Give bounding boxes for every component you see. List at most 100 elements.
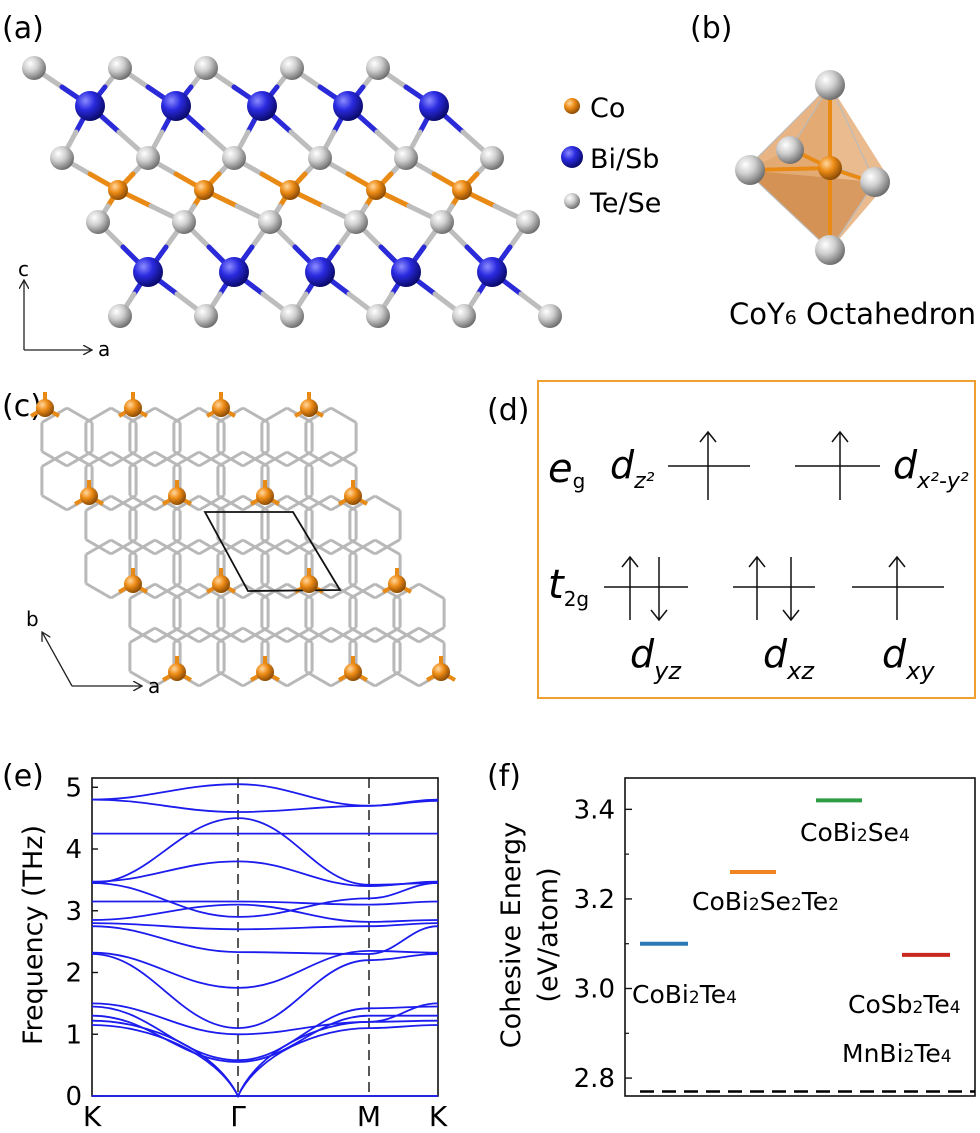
bi-sb-atom [477,257,507,287]
honeycomb-lattice-top-view [30,392,456,688]
y-tick-label: 3 [65,897,82,927]
panel-a: (a) Co Bi/Sb Te/Se c a [2,11,661,361]
compound-label-CoBi2Se2Te2: CoBi2Se2Te2 [692,887,839,916]
orbital-label-dz2: dz² [610,443,655,494]
co-atom [168,487,186,505]
panel-f-label: (f) [487,759,521,794]
axis-arrow-b [42,632,73,687]
ligand-atom-top [815,70,845,100]
bi-sb-atom [75,91,105,121]
axis-label-b: b [26,607,39,631]
bi-sb-atom [391,257,421,287]
legend-item-bi-sb: Bi/Sb [561,144,659,175]
orbital-label-dyz: dyz [630,632,682,685]
compound-label-MnBi2Te4: MnBi2Te4 [842,1039,952,1068]
ligand-atom-back [776,136,804,164]
y-tick-label: 0 [65,1082,82,1112]
te-se-atom [538,304,562,328]
orbital-label-dxy: dxy [882,632,935,685]
te-se-atom [366,56,390,80]
te-se-atom [172,210,196,234]
ligand-atom-right [860,167,890,197]
legend-label-co: Co [590,93,625,124]
phonon-band-7 [91,949,439,989]
legend-item-co: Co [564,93,625,124]
octahedron-face-bottom [745,170,875,250]
orbital-label-dxz: dxz [763,632,815,685]
panel-a-legend: Co Bi/Sb Te/Se [561,93,661,219]
unit-cell-outline [203,511,342,592]
panel-d: (d) eg t2g dz² dx²-y² dyz dxz dxy [487,380,976,699]
co-atom [432,663,450,681]
co-atom [212,575,230,593]
x-tick-label: K [83,1100,102,1133]
octahedron-caption: CoY6 Octahedron [729,297,976,331]
bi-sb-atom [161,91,191,121]
cohesive-energy-chart: 2.83.03.23.4CoBi2Te4CoBi2Se2Te2CoBi2Se4C… [574,777,976,1097]
te-se-atom [452,304,476,328]
te-se-atom [108,56,132,80]
electron-spin-arrows [621,430,906,622]
phonon-band-8 [91,925,439,955]
bi-sb-atom [419,91,449,121]
te-se-atom [344,210,368,234]
spin-up-arrow [831,430,849,500]
axis-label-a: a [98,337,110,361]
y-tick-label: 2.8 [574,1064,615,1094]
bi-sb-atom [133,257,163,287]
co-atom [124,399,142,417]
phonon-band-3 [91,1014,438,1063]
y-tick-label: 3.0 [574,975,615,1005]
te-se-atom-icon [564,193,580,209]
panel-e-label: (e) [2,759,44,794]
phonon-plot-frame [91,777,439,1097]
t2g-label: t2g [548,562,589,611]
phonon-band-17 [91,783,439,807]
phonon-band-9 [91,922,439,931]
cohesive-y-axis-label-line2: (eV/atom) [533,867,564,1002]
spin-up-arrow [888,555,906,620]
phonon-band-11 [92,900,439,906]
te-se-atom [194,56,218,80]
phonon-y-axis-label: Frequency (THz) [18,825,49,1045]
ligand-atom-left [735,155,765,185]
y-tick-label: 5 [65,773,82,803]
te-se-atom [50,146,74,170]
te-se-atom [194,304,218,328]
spin-down-arrow [650,557,668,622]
co-center-atom [818,156,842,180]
phonon-band-6 [91,953,439,1030]
co-atom [124,575,142,593]
te-se-atom [222,146,246,170]
bi-sb-atom [305,257,335,287]
y-tick-label: 1 [65,1020,82,1050]
phonon-band-2 [91,1019,439,1099]
te-se-atom [136,146,160,170]
x-tick-label: Γ [230,1100,246,1133]
x-tick-label: K [429,1100,448,1133]
layered-crystal-structure [22,56,562,328]
axis-label-c: c [18,257,29,281]
y-tick-label: 3.2 [574,885,615,915]
te-se-atom [430,210,454,234]
panel-a-axes: c a [18,257,110,361]
x-tick-label: M [357,1100,381,1133]
phonon-band-4 [91,1005,439,1062]
y-tick-label: 3.4 [574,795,615,825]
co-atom [300,399,318,417]
co-atom [452,180,472,200]
orbital-diagram-frame [537,380,976,699]
ligand-atom-bottom [815,235,845,265]
co-atom [36,399,54,417]
honeycomb-bonds [30,392,456,688]
octahedron-model [735,70,890,265]
orbital-levels [604,465,944,588]
panel-c: (c) b a [2,389,456,698]
phonon-band-12 [91,882,439,918]
te-se-atom [108,304,132,328]
co-atom [300,575,318,593]
bi-sb-atom [247,91,277,121]
co-atom [280,180,300,200]
bi-sb-atom [333,91,363,121]
